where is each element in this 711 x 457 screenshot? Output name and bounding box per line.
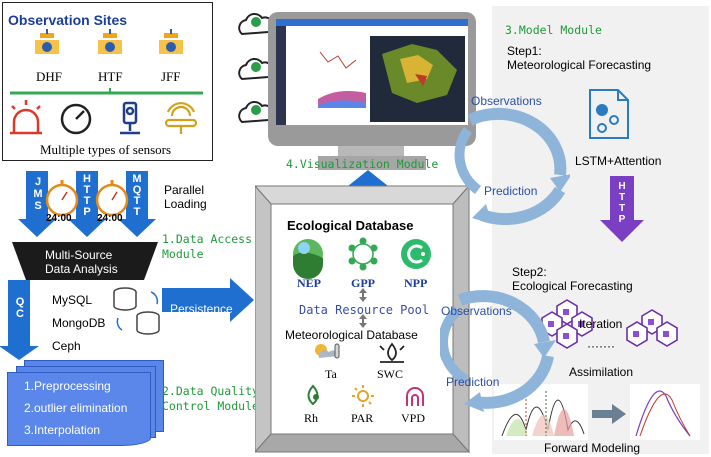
nep-icon	[293, 239, 323, 279]
met-database-title: Meteorological Database	[285, 328, 418, 342]
http-letter-p: P	[618, 214, 626, 225]
forward-arrow	[592, 404, 626, 424]
wireless-sensor-icon	[164, 102, 198, 134]
observations-label-bottom: Observations	[441, 304, 512, 318]
qc-sheet-front	[7, 372, 151, 446]
qc-step-1: 1.Preprocessing	[24, 379, 111, 393]
gauge-icon	[60, 103, 92, 135]
jms-arrow	[18, 171, 56, 237]
prediction-label-bottom: Prediction	[446, 375, 500, 389]
lstm-attention-label: LSTM+Attention	[575, 154, 662, 168]
qc-step-2: 2.outlier elimination	[24, 401, 128, 415]
http-letter-t2: T	[618, 203, 626, 214]
forward-modeling-label: Forward Modeling	[544, 441, 641, 455]
http-vertical-label: H T T P	[617, 181, 627, 225]
analysis-title-2: Data Analysis	[45, 262, 118, 276]
npp-icon	[401, 239, 431, 269]
gpp-icon	[348, 237, 378, 271]
product-npp: NPP	[404, 276, 428, 290]
cycle-arrows	[440, 107, 570, 412]
qc-label: QC	[15, 296, 25, 320]
lstm-document-icon	[589, 89, 629, 139]
met-var-rh: Rh	[304, 411, 319, 425]
alarm-icon	[10, 100, 42, 135]
analysis-title-1: Multi-Source	[45, 248, 113, 262]
swc-icon	[379, 342, 405, 363]
sites-graphics	[10, 29, 203, 135]
observation-sites-title: Observation Sites	[8, 12, 128, 28]
data-access-label-1: 1.Data Access	[162, 232, 253, 246]
quality-label-2: Control Module	[162, 399, 259, 413]
analysis-graphics	[0, 242, 254, 360]
sensors-caption: Multiple types of sensors	[40, 142, 172, 157]
par-icon	[352, 385, 374, 407]
store-ceph: Ceph	[52, 339, 81, 353]
http-arrow-purple	[600, 176, 644, 242]
step2-title: Ecological Forecasting	[512, 279, 633, 293]
stopwatch-time-1: 24:00	[46, 213, 72, 224]
visualization-label: 4.Visualization Module	[286, 157, 439, 171]
step2-label: Step2:	[512, 265, 547, 279]
met-var-par: PAR	[351, 411, 374, 425]
model-module-label: 3.Model Module	[505, 23, 602, 37]
observation-sites-panel	[2, 2, 213, 161]
data-access-label-2: Module	[162, 247, 204, 261]
assimilation-label: Assimilation	[569, 365, 634, 379]
qc-arrow	[0, 280, 39, 360]
http-letter-t1: T	[618, 192, 626, 203]
met-var-swc: SWC	[377, 367, 404, 381]
quality-label-1: 2.Data Quality	[162, 384, 259, 398]
observations-label-top: Observations	[471, 94, 542, 108]
stopwatch-time-2: 24:00	[97, 213, 123, 224]
analysis-funnel	[12, 242, 158, 280]
store-mongodb: MongoDB	[52, 316, 106, 330]
iteration-label: Iteration	[579, 317, 623, 331]
model-module-panel	[492, 6, 709, 454]
parallel-loading-line1: Parallel	[164, 183, 205, 197]
visualization-graphics	[238, 12, 476, 194]
database-frame	[255, 184, 471, 454]
store-mysql: MySQL	[52, 293, 93, 307]
parallel-loading-line2: Loading	[164, 197, 207, 211]
protocol-jms: JMS	[33, 176, 43, 212]
protocol-mqtt: MQTT	[132, 173, 142, 218]
site-label-jff: JFF	[161, 69, 181, 84]
step1-title: Meteorological Forecasting	[507, 58, 652, 72]
mqtt-arrow	[118, 171, 156, 237]
met-var-vpd: VPD	[401, 411, 426, 425]
persistence-arrow	[162, 278, 254, 322]
iteration-dots: ·······	[587, 339, 615, 353]
http-arrow	[68, 171, 106, 237]
product-nep: NEP	[297, 276, 321, 290]
protocol-http: HTTP	[83, 173, 91, 218]
database-title: Ecological Database	[287, 218, 414, 233]
forward-plot-right	[630, 384, 700, 440]
prediction-label-top: Prediction	[484, 184, 538, 198]
data-resource-pool: Data Resource Pool	[299, 303, 430, 317]
rh-icon	[307, 384, 319, 406]
station-icon	[35, 29, 183, 54]
database-cylinders	[113, 287, 160, 335]
probe-sensor-icon	[120, 101, 140, 135]
site-label-dhf: DHF	[36, 69, 63, 84]
ta-icon	[315, 343, 340, 359]
vpd-icon	[406, 387, 424, 406]
met-var-ta: Ta	[325, 367, 337, 381]
product-gpp: GPP	[351, 276, 375, 290]
persistence-label: Persistence	[170, 302, 233, 316]
http-letter-h: H	[618, 181, 626, 192]
qc-step-3: 3.Interpolation	[24, 423, 101, 437]
site-label-htf: HTF	[98, 69, 123, 84]
protocol-arrows	[18, 171, 156, 237]
step1-label: Step1:	[507, 44, 542, 58]
